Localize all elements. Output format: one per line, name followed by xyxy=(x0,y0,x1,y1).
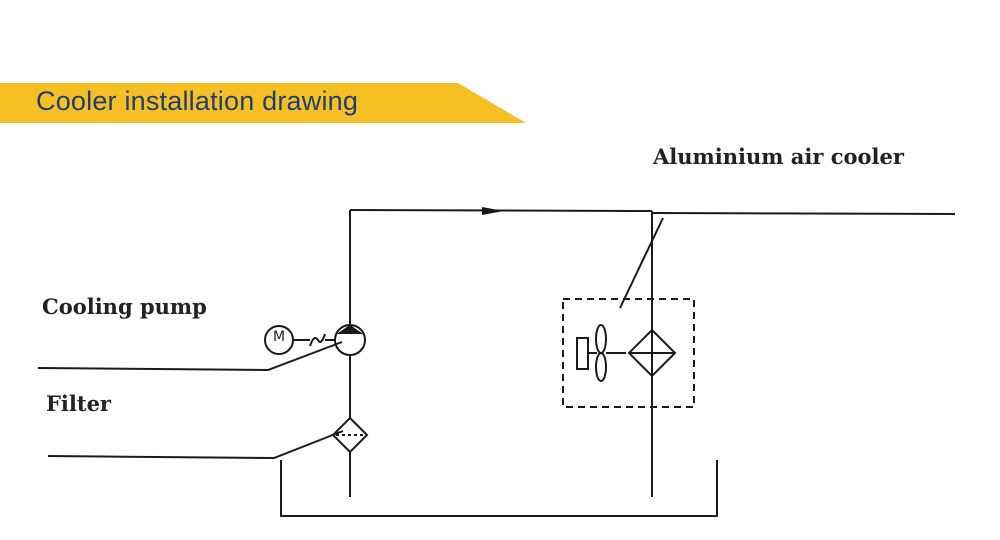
cooling-pump-label: Cooling pump xyxy=(42,294,207,319)
pump-leader-line xyxy=(37,341,343,372)
tank xyxy=(280,460,718,517)
cooler-leader-line xyxy=(619,217,664,309)
fan-blade-bottom-icon xyxy=(595,352,607,382)
filter-icon xyxy=(331,416,369,454)
pump-direction-icon xyxy=(336,324,364,334)
fan-motor-icon xyxy=(576,337,589,370)
air-cooler-label: Aluminium air cooler xyxy=(653,144,904,169)
flow-arrow-icon xyxy=(482,207,504,215)
fan-blade-top-icon xyxy=(595,324,607,354)
air-cooler-housing xyxy=(562,298,695,408)
filter-leader-line xyxy=(47,430,344,460)
outlet-line xyxy=(651,212,956,215)
heat-exchanger-icon xyxy=(627,328,677,378)
coupling-icon xyxy=(309,333,326,347)
page-title: Cooler installation drawing xyxy=(36,86,359,116)
filter-label: Filter xyxy=(46,391,111,416)
motor-label: M xyxy=(272,329,286,345)
